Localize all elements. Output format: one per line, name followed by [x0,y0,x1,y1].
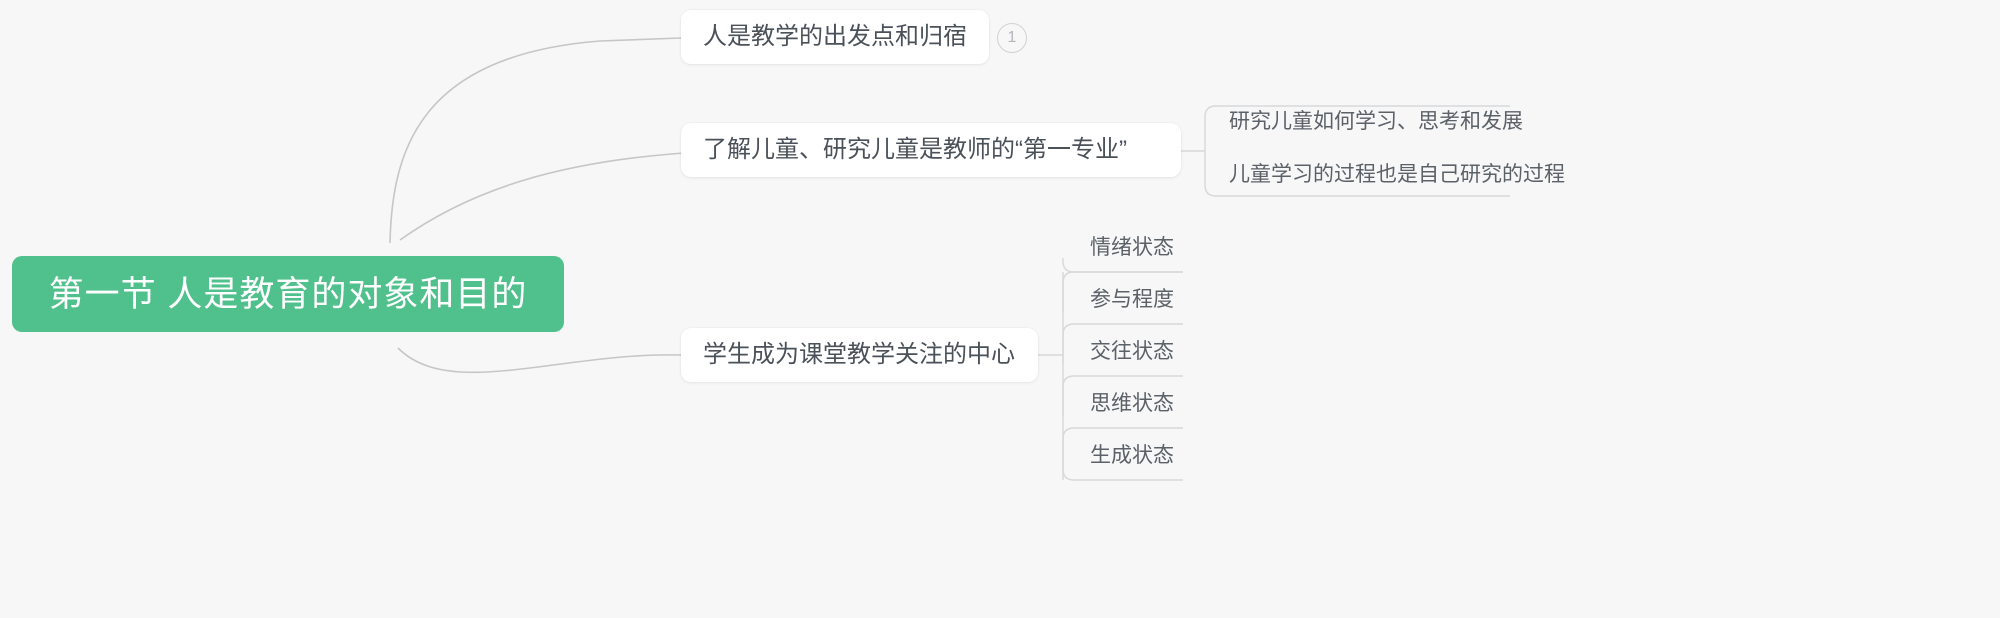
branch-node-3-label: 学生成为课堂教学关注的中心 [703,341,1015,368]
leaf-node-label: 参与程度 [1090,288,1174,311]
edge-branch3-child-5 [1062,466,1183,481]
branch-node-2-label: 了解儿童、研究儿童是教师的“第一专业” [703,136,1127,163]
leaf-node[interactable]: 研究儿童如何学习、思考和发展 [1229,111,1523,132]
leaf-node-label: 思维状态 [1090,392,1174,415]
root-node[interactable]: 第一节 人是教育的对象和目的 [12,256,564,332]
branch-node-2[interactable]: 了解儿童、研究儿童是教师的“第一专业” [681,123,1181,177]
edge-root-to-branch-3 [397,347,682,374]
edge-root-to-branch-1 [389,37,682,244]
badge-count: 1 [1007,29,1017,46]
edge-root-to-branch-2 [399,150,701,241]
leaf-node[interactable]: 儿童学习的过程也是自己研究的过程 [1229,164,1565,185]
leaf-node-label: 情绪状态 [1090,236,1174,259]
branch-node-1-label: 人是教学的出发点和归宿 [703,23,967,50]
leaf-node-label: 交往状态 [1090,340,1174,363]
root-node-label: 第一节 人是教育的对象和目的 [48,274,528,314]
branch-node-1-badge[interactable]: 1 [997,23,1027,53]
branch-node-1[interactable]: 人是教学的出发点和归宿 [681,10,989,64]
leaf-node[interactable]: 生成状态 [1090,445,1174,466]
leaf-node-label: 研究儿童如何学习、思考和发展 [1229,110,1523,133]
leaf-node[interactable]: 情绪状态 [1090,237,1174,258]
edge-branch3-child-0 [1062,258,1183,273]
leaf-node[interactable]: 思维状态 [1090,393,1174,414]
leaf-node-label: 儿童学习的过程也是自己研究的过程 [1229,163,1565,186]
leaf-node-label: 生成状态 [1090,444,1174,467]
leaf-node[interactable]: 交往状态 [1090,341,1174,362]
leaf-node[interactable]: 参与程度 [1090,289,1174,310]
branch-node-3[interactable]: 学生成为课堂教学关注的中心 [681,328,1038,382]
